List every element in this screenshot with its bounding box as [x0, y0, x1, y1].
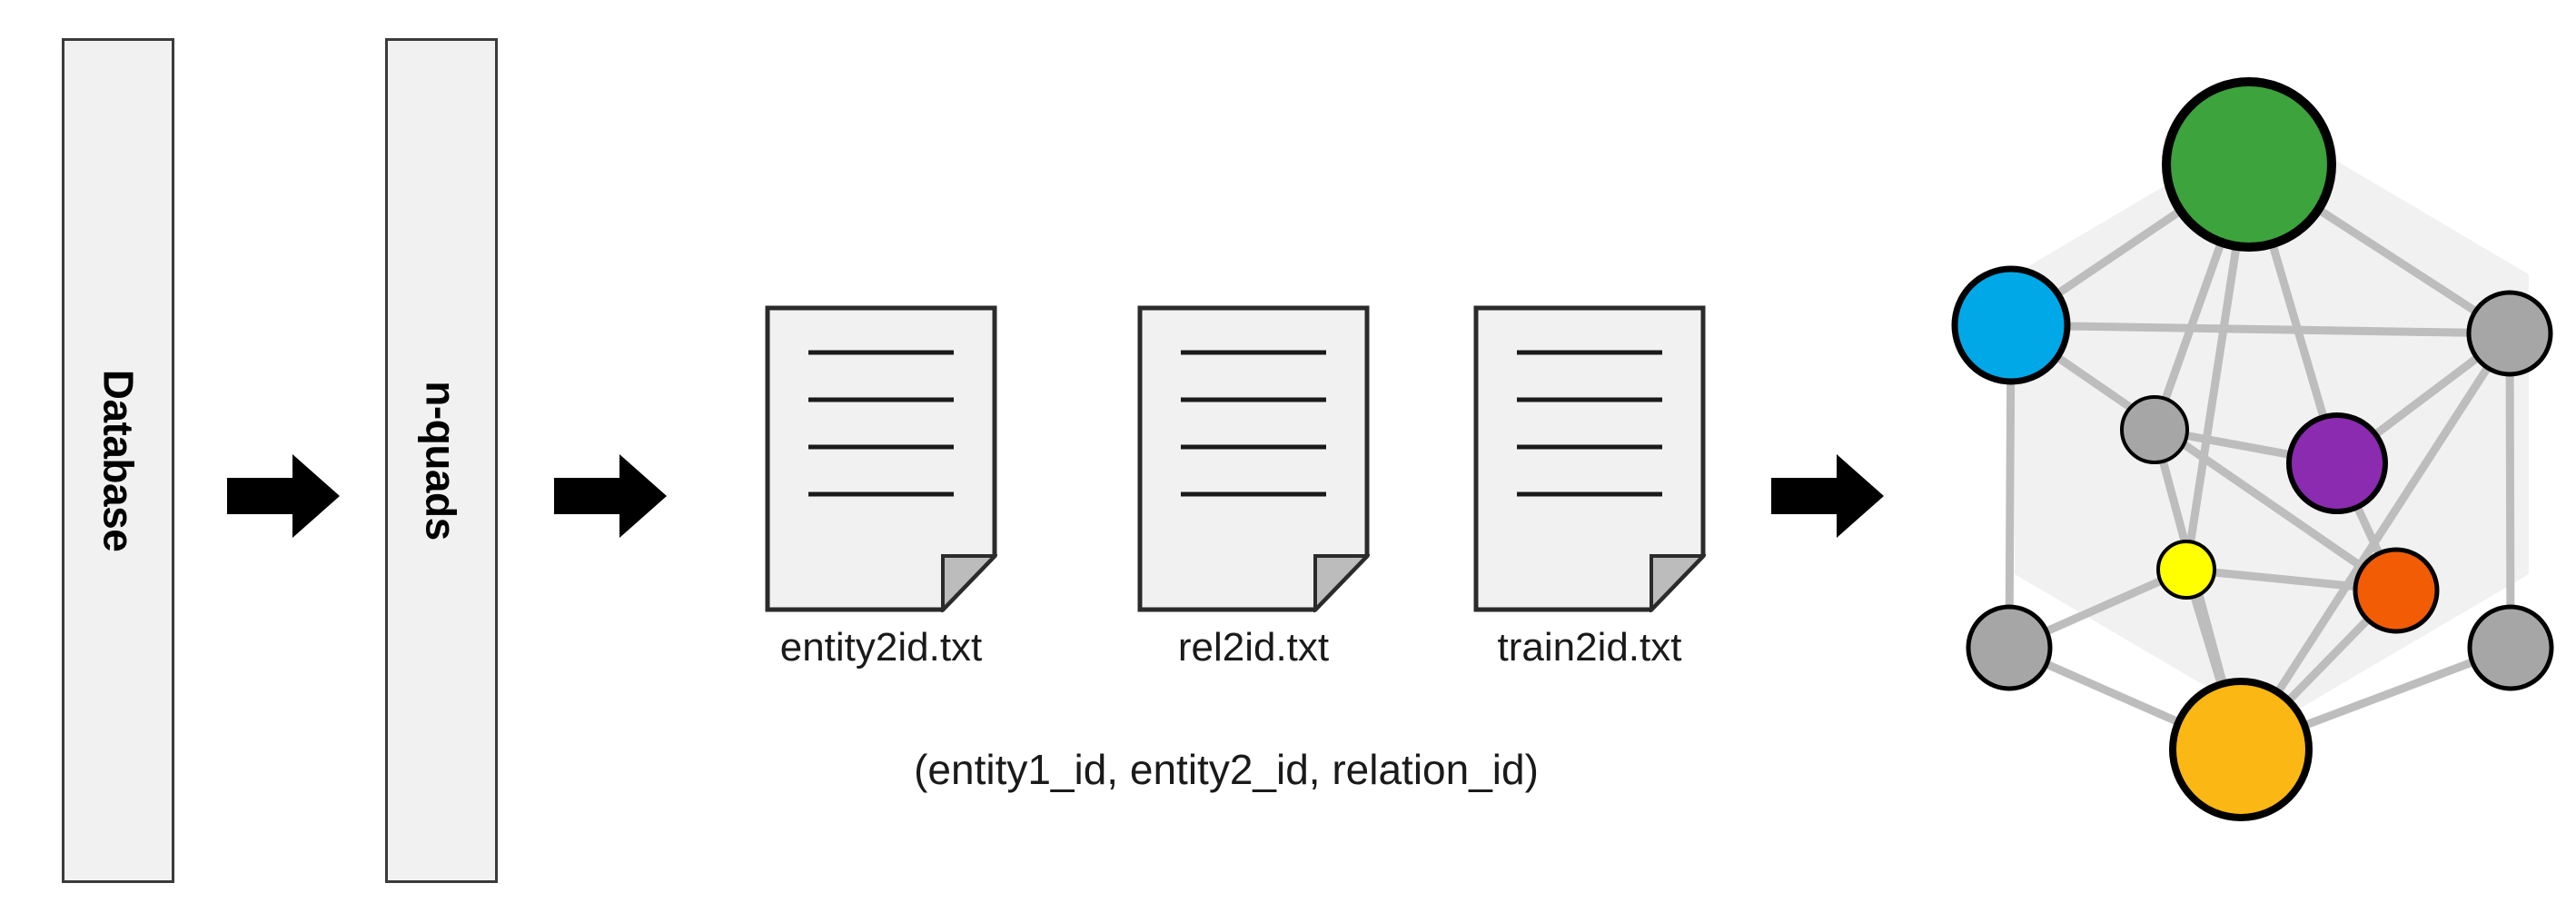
- stage-box-database[interactable]: Database: [62, 38, 174, 883]
- knowledge-graph-figure[interactable]: [1935, 73, 2576, 854]
- graph-node-amber-node[interactable]: [2169, 678, 2313, 821]
- arrow-right-1: [227, 454, 340, 538]
- graph-node-blue-node[interactable]: [1951, 265, 2071, 385]
- document-label-train2id: train2id.txt: [1497, 625, 1682, 670]
- document-label-rel2id: rel2id.txt: [1177, 625, 1330, 670]
- stage-box-n-quads[interactable]: n-quads: [385, 38, 498, 883]
- graph-edge-blue-orange: [2006, 321, 2401, 595]
- tuple-format-caption: (entity1_id, entity2_id, relation_id): [914, 746, 1539, 793]
- graph-node-gray-node-bottom-right[interactable]: [2467, 604, 2554, 691]
- document-icon-rel2id[interactable]: [1137, 305, 1372, 614]
- graph-node-gray-node-top-right[interactable]: [2466, 290, 2553, 377]
- stage-label-database: Database: [94, 369, 142, 552]
- document-label-entity2id: entity2id.txt: [779, 625, 983, 670]
- graph-edge-blue-gray-tr: [2006, 321, 2514, 338]
- graph-node-gray-node-middle[interactable]: [2120, 395, 2189, 464]
- graph-node-group: [1951, 77, 2554, 821]
- graph-node-gray-node-bottom-left[interactable]: [1966, 604, 2053, 691]
- arrow-right-2: [554, 454, 667, 538]
- arrow-right-3: [1771, 454, 1884, 538]
- graph-node-yellow-node[interactable]: [2156, 540, 2216, 600]
- document-icon-train2id[interactable]: [1473, 305, 1708, 614]
- graph-node-orange-node[interactable]: [2353, 547, 2440, 634]
- document-icon-entity2id[interactable]: [765, 305, 999, 614]
- stage-label-n-quads: n-quads: [418, 381, 466, 541]
- graph-edge-gray-tr-gray-br: [2505, 329, 2515, 652]
- graph-node-purple-node[interactable]: [2286, 412, 2388, 514]
- graph-node-green-node[interactable]: [2162, 77, 2336, 252]
